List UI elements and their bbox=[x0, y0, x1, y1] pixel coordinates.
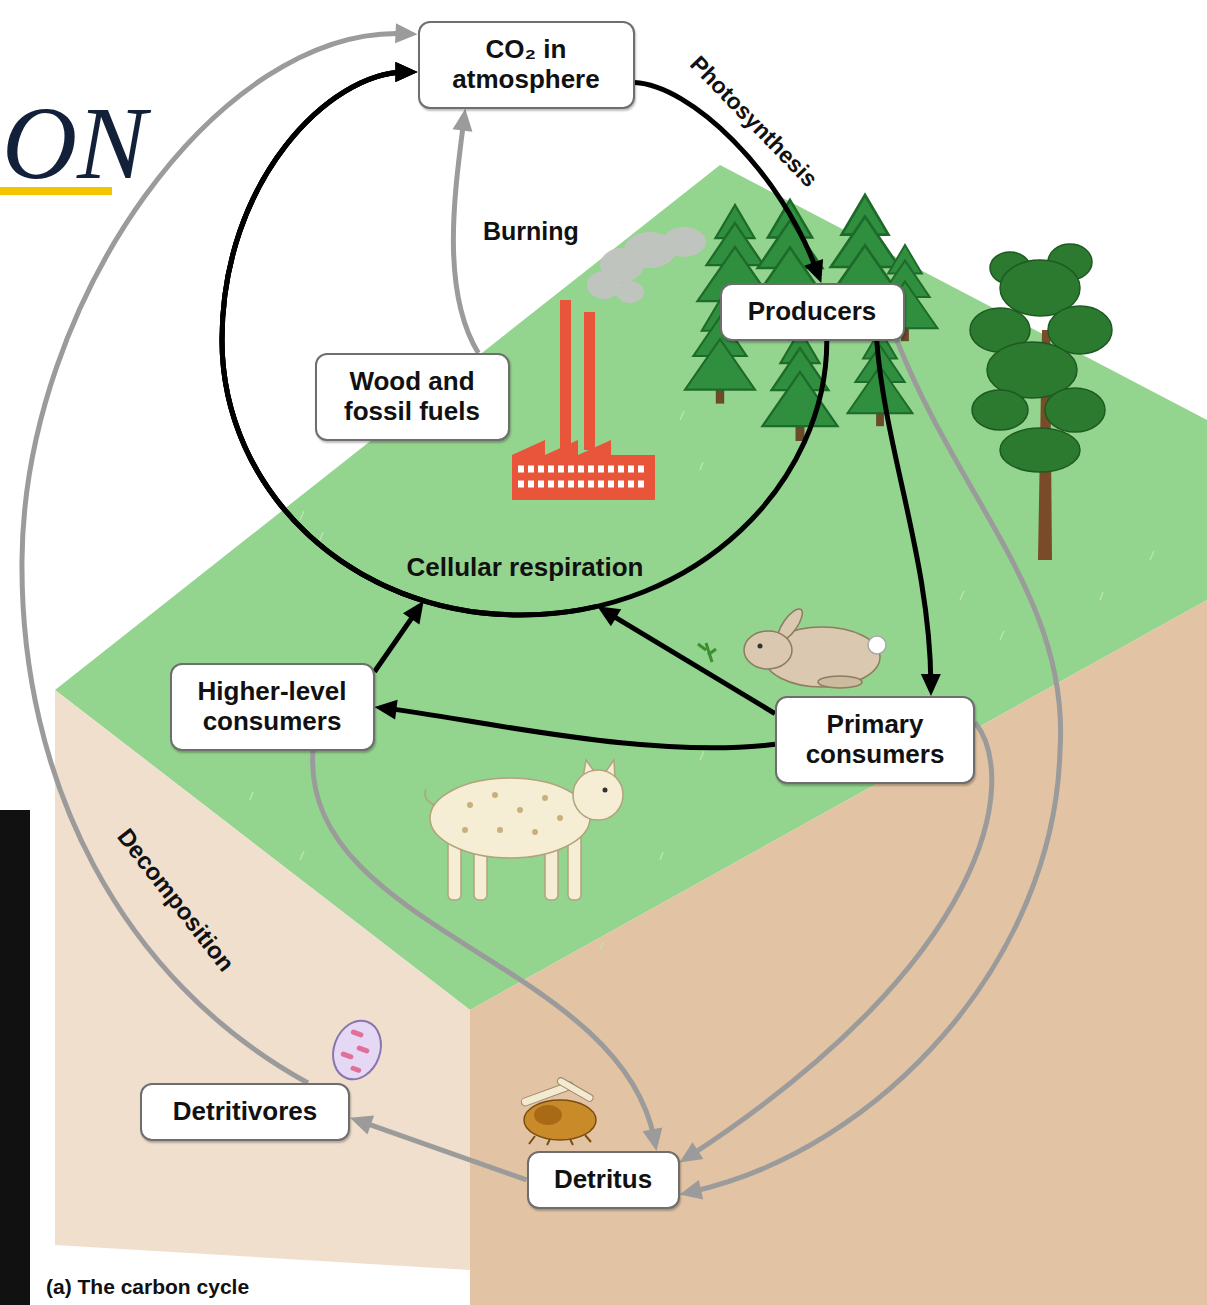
diagram-title: ON bbox=[2, 91, 146, 195]
soil-right-face bbox=[470, 600, 1207, 1305]
arrowhead bbox=[804, 259, 823, 283]
organism-box: Primary consumers bbox=[775, 696, 975, 784]
arrowhead bbox=[375, 700, 398, 720]
node-label: Primary consumers bbox=[787, 710, 963, 770]
connector-line bbox=[313, 751, 655, 1139]
rabbit-figure bbox=[744, 605, 886, 688]
arrowhead bbox=[395, 23, 417, 43]
arrowhead bbox=[597, 606, 621, 626]
arrowhead bbox=[643, 1128, 663, 1151]
grass-texture bbox=[250, 411, 1154, 950]
plant-sprig bbox=[698, 643, 716, 662]
arrowhead bbox=[395, 62, 417, 82]
soil-left-face bbox=[55, 690, 470, 1270]
diagram-caption: (a) The carbon cycle bbox=[46, 1274, 249, 1299]
arrowhead bbox=[453, 109, 473, 132]
connector-line bbox=[222, 72, 597, 615]
matter-box: Detritus bbox=[527, 1151, 680, 1209]
connector-line bbox=[607, 613, 775, 714]
photo-edge bbox=[0, 810, 30, 1305]
factory-building bbox=[512, 440, 655, 500]
connector-line bbox=[877, 341, 931, 684]
arrowhead bbox=[350, 1116, 374, 1135]
node-label: Detritivores bbox=[152, 1097, 338, 1127]
node-label: CO₂ in atmosphere bbox=[430, 35, 623, 95]
connector-line bbox=[375, 611, 417, 672]
process-label: Photosynthesis bbox=[685, 51, 822, 192]
arrowhead bbox=[395, 62, 417, 82]
flow-connector bbox=[350, 1116, 527, 1180]
factory-windows bbox=[518, 481, 648, 488]
process-label: Decomposition bbox=[111, 824, 239, 977]
flow-connector bbox=[877, 341, 941, 696]
pine-tree bbox=[970, 244, 1112, 560]
node-label: Producers bbox=[732, 297, 893, 327]
connector-line bbox=[222, 72, 827, 615]
chimney bbox=[584, 312, 595, 450]
flow-connector bbox=[222, 62, 775, 714]
process-label: Cellular respiration bbox=[407, 553, 644, 582]
arrowhead bbox=[403, 601, 424, 625]
chimney bbox=[560, 300, 571, 450]
microbe-figure bbox=[325, 1014, 389, 1086]
pool-box: CO₂ in atmosphere bbox=[418, 21, 635, 109]
node-label: Detritus bbox=[539, 1165, 668, 1195]
connector-line bbox=[361, 1122, 526, 1180]
factory bbox=[512, 300, 655, 500]
flow-connector bbox=[680, 341, 1061, 1200]
source-box: Wood and fossil fuels bbox=[315, 353, 510, 441]
flow-connector bbox=[313, 751, 663, 1151]
flow-connector bbox=[453, 109, 479, 353]
flow-connector bbox=[680, 722, 992, 1162]
connector-line bbox=[222, 72, 424, 601]
connector-line bbox=[691, 341, 1060, 1192]
arrowhead bbox=[921, 674, 941, 696]
organism-box: Detritivores bbox=[140, 1083, 350, 1141]
connector-line bbox=[453, 121, 478, 353]
flow-connector bbox=[375, 700, 776, 748]
bobcat-figure bbox=[425, 760, 623, 900]
node-label: Higher-level consumers bbox=[182, 677, 363, 737]
node-label: Wood and fossil fuels bbox=[327, 367, 498, 427]
factory-windows bbox=[518, 466, 648, 473]
organism-box: Higher-level consumers bbox=[170, 663, 375, 751]
connector-line bbox=[386, 708, 775, 748]
detritus-figure bbox=[520, 1077, 596, 1145]
tree-canopy bbox=[970, 244, 1112, 472]
arrowhead bbox=[680, 1180, 704, 1200]
producer-trees bbox=[685, 195, 938, 441]
smoke bbox=[587, 227, 706, 303]
arrowhead bbox=[395, 62, 417, 82]
process-label: Burning bbox=[483, 218, 579, 246]
connector-line bbox=[690, 722, 992, 1156]
arrowhead bbox=[680, 1142, 704, 1162]
organism-box: Producers bbox=[720, 283, 905, 341]
